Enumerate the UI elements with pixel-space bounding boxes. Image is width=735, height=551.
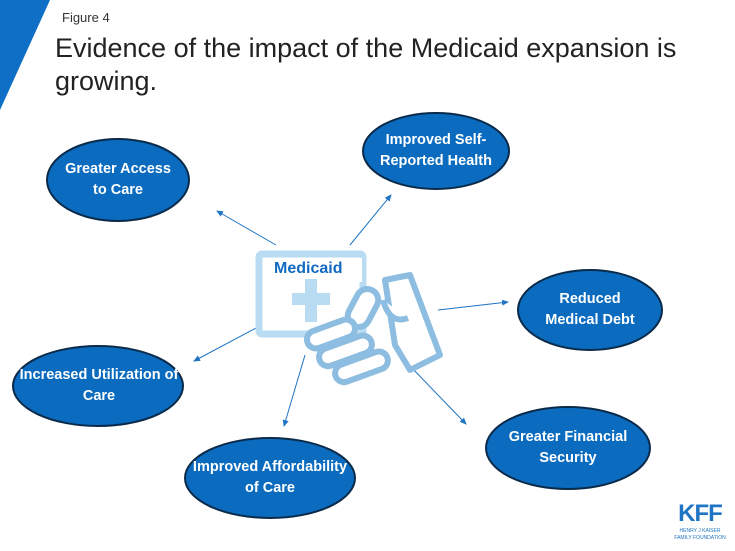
figure-label: Figure 4 (62, 10, 110, 25)
arrows (193, 194, 509, 427)
arrow-affordability (282, 354, 306, 427)
oval-self-reported-health: Improved Self-Reported Health (380, 132, 492, 169)
arrow-utilization (193, 326, 259, 362)
outcome-ovals (12, 112, 663, 519)
arrow-financial (409, 365, 467, 425)
oval-affordability: Improved Affordability of Care (192, 459, 348, 496)
kff-logo-abbr: KFF (678, 500, 723, 527)
arrow-access (216, 210, 277, 246)
corner-accent (0, 0, 50, 110)
oval-greater-access: Greater Access to Care (65, 161, 171, 198)
kff-logo-line2: FAMILY FOUNDATION (674, 535, 726, 541)
oval-financial-security: Greater Financial Security (508, 429, 628, 466)
arrow-health (349, 194, 392, 246)
oval-utilization: Increased Utilization of Care (19, 367, 179, 404)
page-title: Evidence of the impact of the Medicaid e… (55, 33, 677, 96)
kff-logo-line1: HENRY J KAISER (679, 528, 721, 534)
oval-medical-debt: Reduced Medical Debt (545, 291, 635, 328)
hand-holding-card-icon (303, 272, 443, 386)
arrow-debt (437, 299, 509, 311)
kff-logo: KFF HENRY J KAISER FAMILY FOUNDATION (666, 500, 734, 542)
medicaid-logo-text: Medicaid (274, 260, 343, 277)
